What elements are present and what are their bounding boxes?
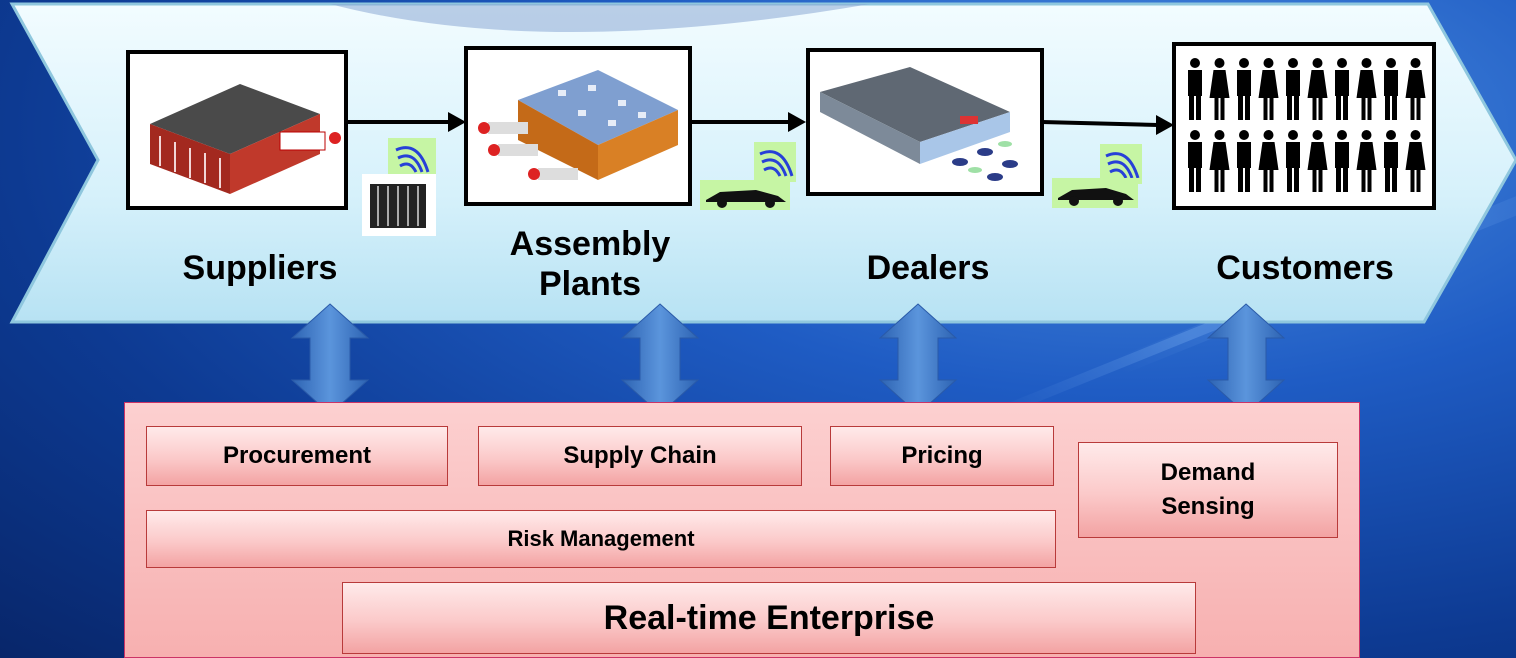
flow-arrow-3 xyxy=(1041,120,1159,127)
container-crate-icon xyxy=(362,174,436,236)
stage-label-suppliers: Suppliers xyxy=(182,249,338,287)
flow-arrow-1-head xyxy=(448,112,466,132)
flow-arrows xyxy=(346,112,1174,135)
person-icon xyxy=(1384,130,1398,192)
person-icon xyxy=(1209,58,1230,120)
car-icon xyxy=(700,180,790,210)
flow-arrow-3-head xyxy=(1156,115,1174,135)
person-icon xyxy=(1258,58,1279,120)
link-arrows xyxy=(290,303,1286,415)
person-icon xyxy=(1405,58,1426,120)
person-icon xyxy=(1384,58,1398,120)
factory-image xyxy=(126,50,348,210)
person-icon xyxy=(1286,130,1300,192)
person-icon xyxy=(1307,130,1328,192)
person-icon xyxy=(1188,130,1202,192)
procurement-box: Procurement xyxy=(146,426,448,486)
rfid-signal-icon xyxy=(754,142,796,182)
car-icon xyxy=(1052,178,1138,208)
dealership-image xyxy=(806,48,1044,196)
risk-management-box: Risk Management xyxy=(146,510,1056,568)
stage-label-dealers: Dealers xyxy=(866,249,990,287)
rfid-signal-icon xyxy=(1100,144,1142,184)
people-grid xyxy=(1188,58,1426,192)
rfid-signal-icon xyxy=(388,138,436,178)
stage-label-assembly: Assembly Plants xyxy=(509,225,671,303)
person-icon xyxy=(1335,130,1349,192)
demand-sensing-box: Demand Sensing xyxy=(1078,442,1338,538)
pricing-box: Pricing xyxy=(830,426,1054,486)
person-icon xyxy=(1237,58,1251,120)
person-icon xyxy=(1209,130,1230,192)
person-icon xyxy=(1335,58,1349,120)
person-icon xyxy=(1307,58,1328,120)
assembly-plant-image xyxy=(464,46,692,206)
real-time-enterprise-box: Real-time Enterprise xyxy=(342,582,1196,654)
assembly-plant-drawing xyxy=(478,70,678,180)
customers-people-icon xyxy=(1172,42,1436,210)
flow-arrow-2-head xyxy=(788,112,806,132)
stage-label-customers: Customers xyxy=(1216,249,1394,287)
person-icon xyxy=(1286,58,1300,120)
person-icon xyxy=(1188,58,1202,120)
dealership-drawing xyxy=(820,67,1018,181)
person-icon xyxy=(1258,130,1279,192)
person-icon xyxy=(1356,58,1377,120)
supply-chain-box: Supply Chain xyxy=(478,426,802,486)
person-icon xyxy=(1356,130,1377,192)
factory-drawing xyxy=(150,84,341,194)
person-icon xyxy=(1237,130,1251,192)
person-icon xyxy=(1405,130,1426,192)
band-top-notch xyxy=(330,4,870,32)
